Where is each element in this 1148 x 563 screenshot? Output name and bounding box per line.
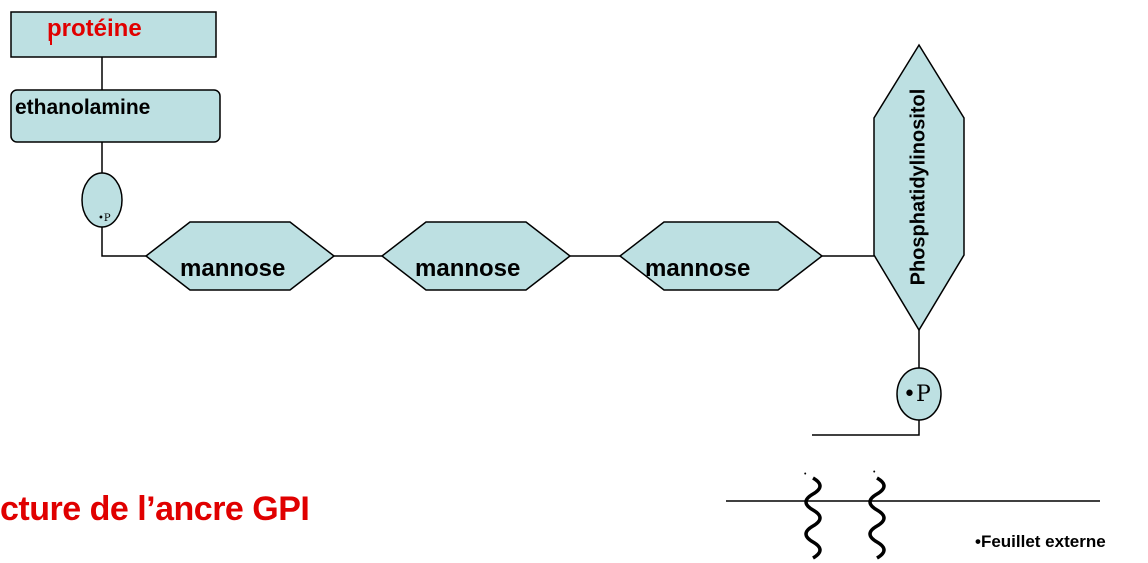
bullet-dot-1: • [804, 471, 807, 478]
mannose-hexagon-3 [618, 221, 824, 291]
phosphate-label-large: •P [903, 382, 931, 407]
connector-lines [101, 57, 1100, 502]
outer-leaflet-label: •Feuillet externe [975, 532, 1106, 551]
connector-phosphate-membrane [812, 420, 920, 436]
phosphate-label-small: •P [98, 213, 111, 224]
ethanolamine-box [10, 89, 221, 143]
mannose-label-1: mannose [180, 255, 286, 282]
protein-box [10, 11, 217, 58]
slide-title: cture de l’ancre GPI [0, 490, 310, 528]
protein-label: protéine [47, 15, 142, 42]
phosphatidylinositol-label: Phosphatidylinositol [907, 88, 930, 286]
mannose-label-2: mannose [415, 255, 521, 282]
mannose-label-3: mannose [645, 255, 751, 282]
phosphatidylinositol-hexagon [873, 43, 965, 332]
mannose-hexagon-1 [144, 221, 336, 291]
lipid-tail-1 [804, 476, 822, 560]
connector-phosphate-mannose [101, 226, 146, 257]
phosphate-ellipse-small [81, 172, 123, 228]
lipid-tail-2 [868, 476, 886, 560]
phosphate-circle-large [896, 367, 942, 421]
bullet-dot-2: • [873, 469, 876, 476]
ethanolamine-label: ethanolamine [15, 96, 151, 119]
mannose-hexagon-2 [380, 221, 572, 291]
